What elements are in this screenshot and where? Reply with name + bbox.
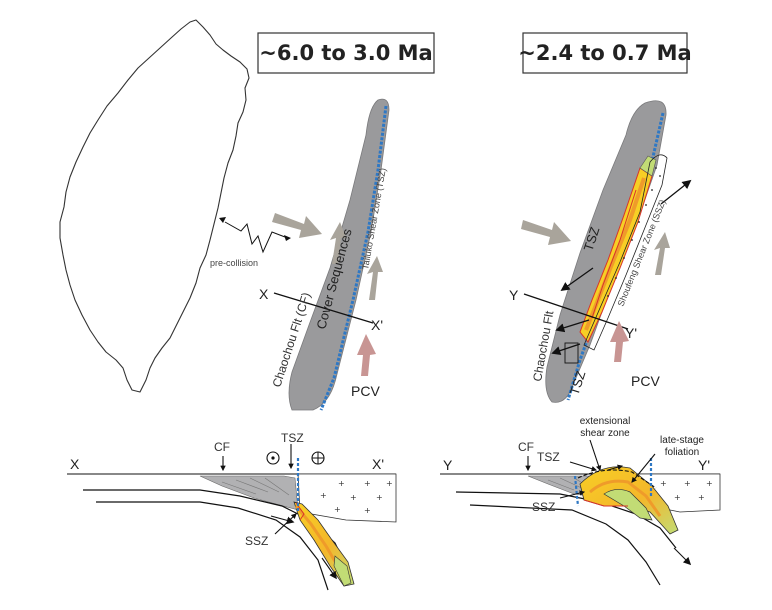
left-compression-arrow bbox=[272, 213, 322, 238]
right-time-label: ~2.4 to 0.7 Ma bbox=[518, 41, 691, 65]
right-section-cf: CF bbox=[518, 440, 534, 454]
out-of-page-symbol bbox=[266, 451, 280, 465]
left-time-box: ~6.0 to 3.0 Ma bbox=[257, 32, 435, 74]
left-section-cf: CF bbox=[214, 440, 230, 454]
left-section-ssz: SSZ bbox=[245, 534, 268, 548]
into-page-symbol bbox=[311, 451, 325, 465]
svg-text:+: + bbox=[684, 479, 691, 488]
right-core-orange-band bbox=[584, 177, 646, 331]
left-time-label: ~6.0 to 3.0 Ma bbox=[259, 41, 432, 65]
svg-text:+: + bbox=[338, 479, 345, 488]
right-cross-section: +++ +++ bbox=[440, 439, 721, 586]
svg-text:+: + bbox=[320, 491, 327, 500]
svg-text:+: + bbox=[386, 479, 393, 488]
left-section-line bbox=[273, 292, 374, 324]
svg-text:+: + bbox=[334, 505, 341, 514]
right-extension-arrow-ne bbox=[660, 179, 692, 205]
svg-text:+: + bbox=[698, 493, 705, 502]
svg-text:+: + bbox=[364, 479, 371, 488]
left-cross-section: +++ +++ ++ bbox=[67, 444, 397, 591]
left-pcv-label: PCV bbox=[351, 383, 380, 399]
left-map-x-prime: X' bbox=[371, 317, 383, 333]
right-extension-arrow-w2 bbox=[551, 343, 581, 356]
right-tsz-trace bbox=[566, 112, 665, 401]
right-section-line bbox=[523, 293, 629, 330]
right-map-y-prime: Y' bbox=[625, 325, 637, 341]
left-section-x-prime: X' bbox=[372, 456, 384, 472]
right-compression-arrow bbox=[521, 220, 571, 245]
right-pcv-label: PCV bbox=[631, 373, 660, 389]
left-section-tsz: TSZ bbox=[281, 431, 304, 445]
left-section-x: X bbox=[70, 456, 80, 472]
left-tsz-trace bbox=[319, 105, 388, 411]
right-section-tsz: TSZ bbox=[537, 450, 560, 464]
left-shear-sense-arrow-2 bbox=[367, 256, 383, 300]
left-shear-sense-arrow-1 bbox=[330, 222, 346, 264]
right-orogen-belt bbox=[545, 100, 667, 403]
svg-text:+: + bbox=[674, 493, 681, 502]
right-tsz-lower-label: TSZ bbox=[567, 369, 589, 397]
taiwan-island-outline bbox=[59, 19, 250, 393]
right-ssz-envelope bbox=[583, 154, 668, 351]
pre-collision-symbol: pre-collision bbox=[210, 217, 291, 268]
right-inset-box bbox=[564, 342, 579, 364]
right-extension-arrow-w bbox=[555, 319, 590, 333]
foliation-label: foliation bbox=[665, 447, 699, 458]
right-section-y: Y bbox=[443, 457, 453, 473]
right-pcv-arrow bbox=[610, 321, 629, 362]
right-section-ssz: SSZ bbox=[532, 500, 555, 514]
right-tsz-label: TSZ bbox=[581, 225, 603, 253]
right-section-y-prime: Y' bbox=[698, 457, 710, 473]
svg-text:+: + bbox=[364, 506, 371, 515]
right-map-y: Y bbox=[509, 287, 519, 303]
svg-text:+: + bbox=[350, 493, 357, 502]
extensional-label: extensional bbox=[580, 416, 631, 427]
svg-text:+: + bbox=[706, 479, 713, 488]
pre-collision-label: pre-collision bbox=[210, 258, 258, 268]
left-pcv-arrow bbox=[357, 334, 376, 376]
svg-text:+: + bbox=[376, 493, 383, 502]
svg-text:+: + bbox=[660, 479, 667, 488]
right-core-red-line bbox=[591, 189, 637, 319]
right-shear-sense-arrow bbox=[654, 232, 670, 275]
right-ssz-dots bbox=[607, 167, 661, 297]
right-time-box: ~2.4 to 0.7 Ma bbox=[518, 32, 692, 74]
late-stage-label: late-stage bbox=[660, 435, 704, 446]
left-map-x: X bbox=[259, 286, 269, 302]
right-extension-arrow-sw bbox=[560, 267, 594, 292]
shear-zone-label: shear zone bbox=[580, 428, 630, 439]
